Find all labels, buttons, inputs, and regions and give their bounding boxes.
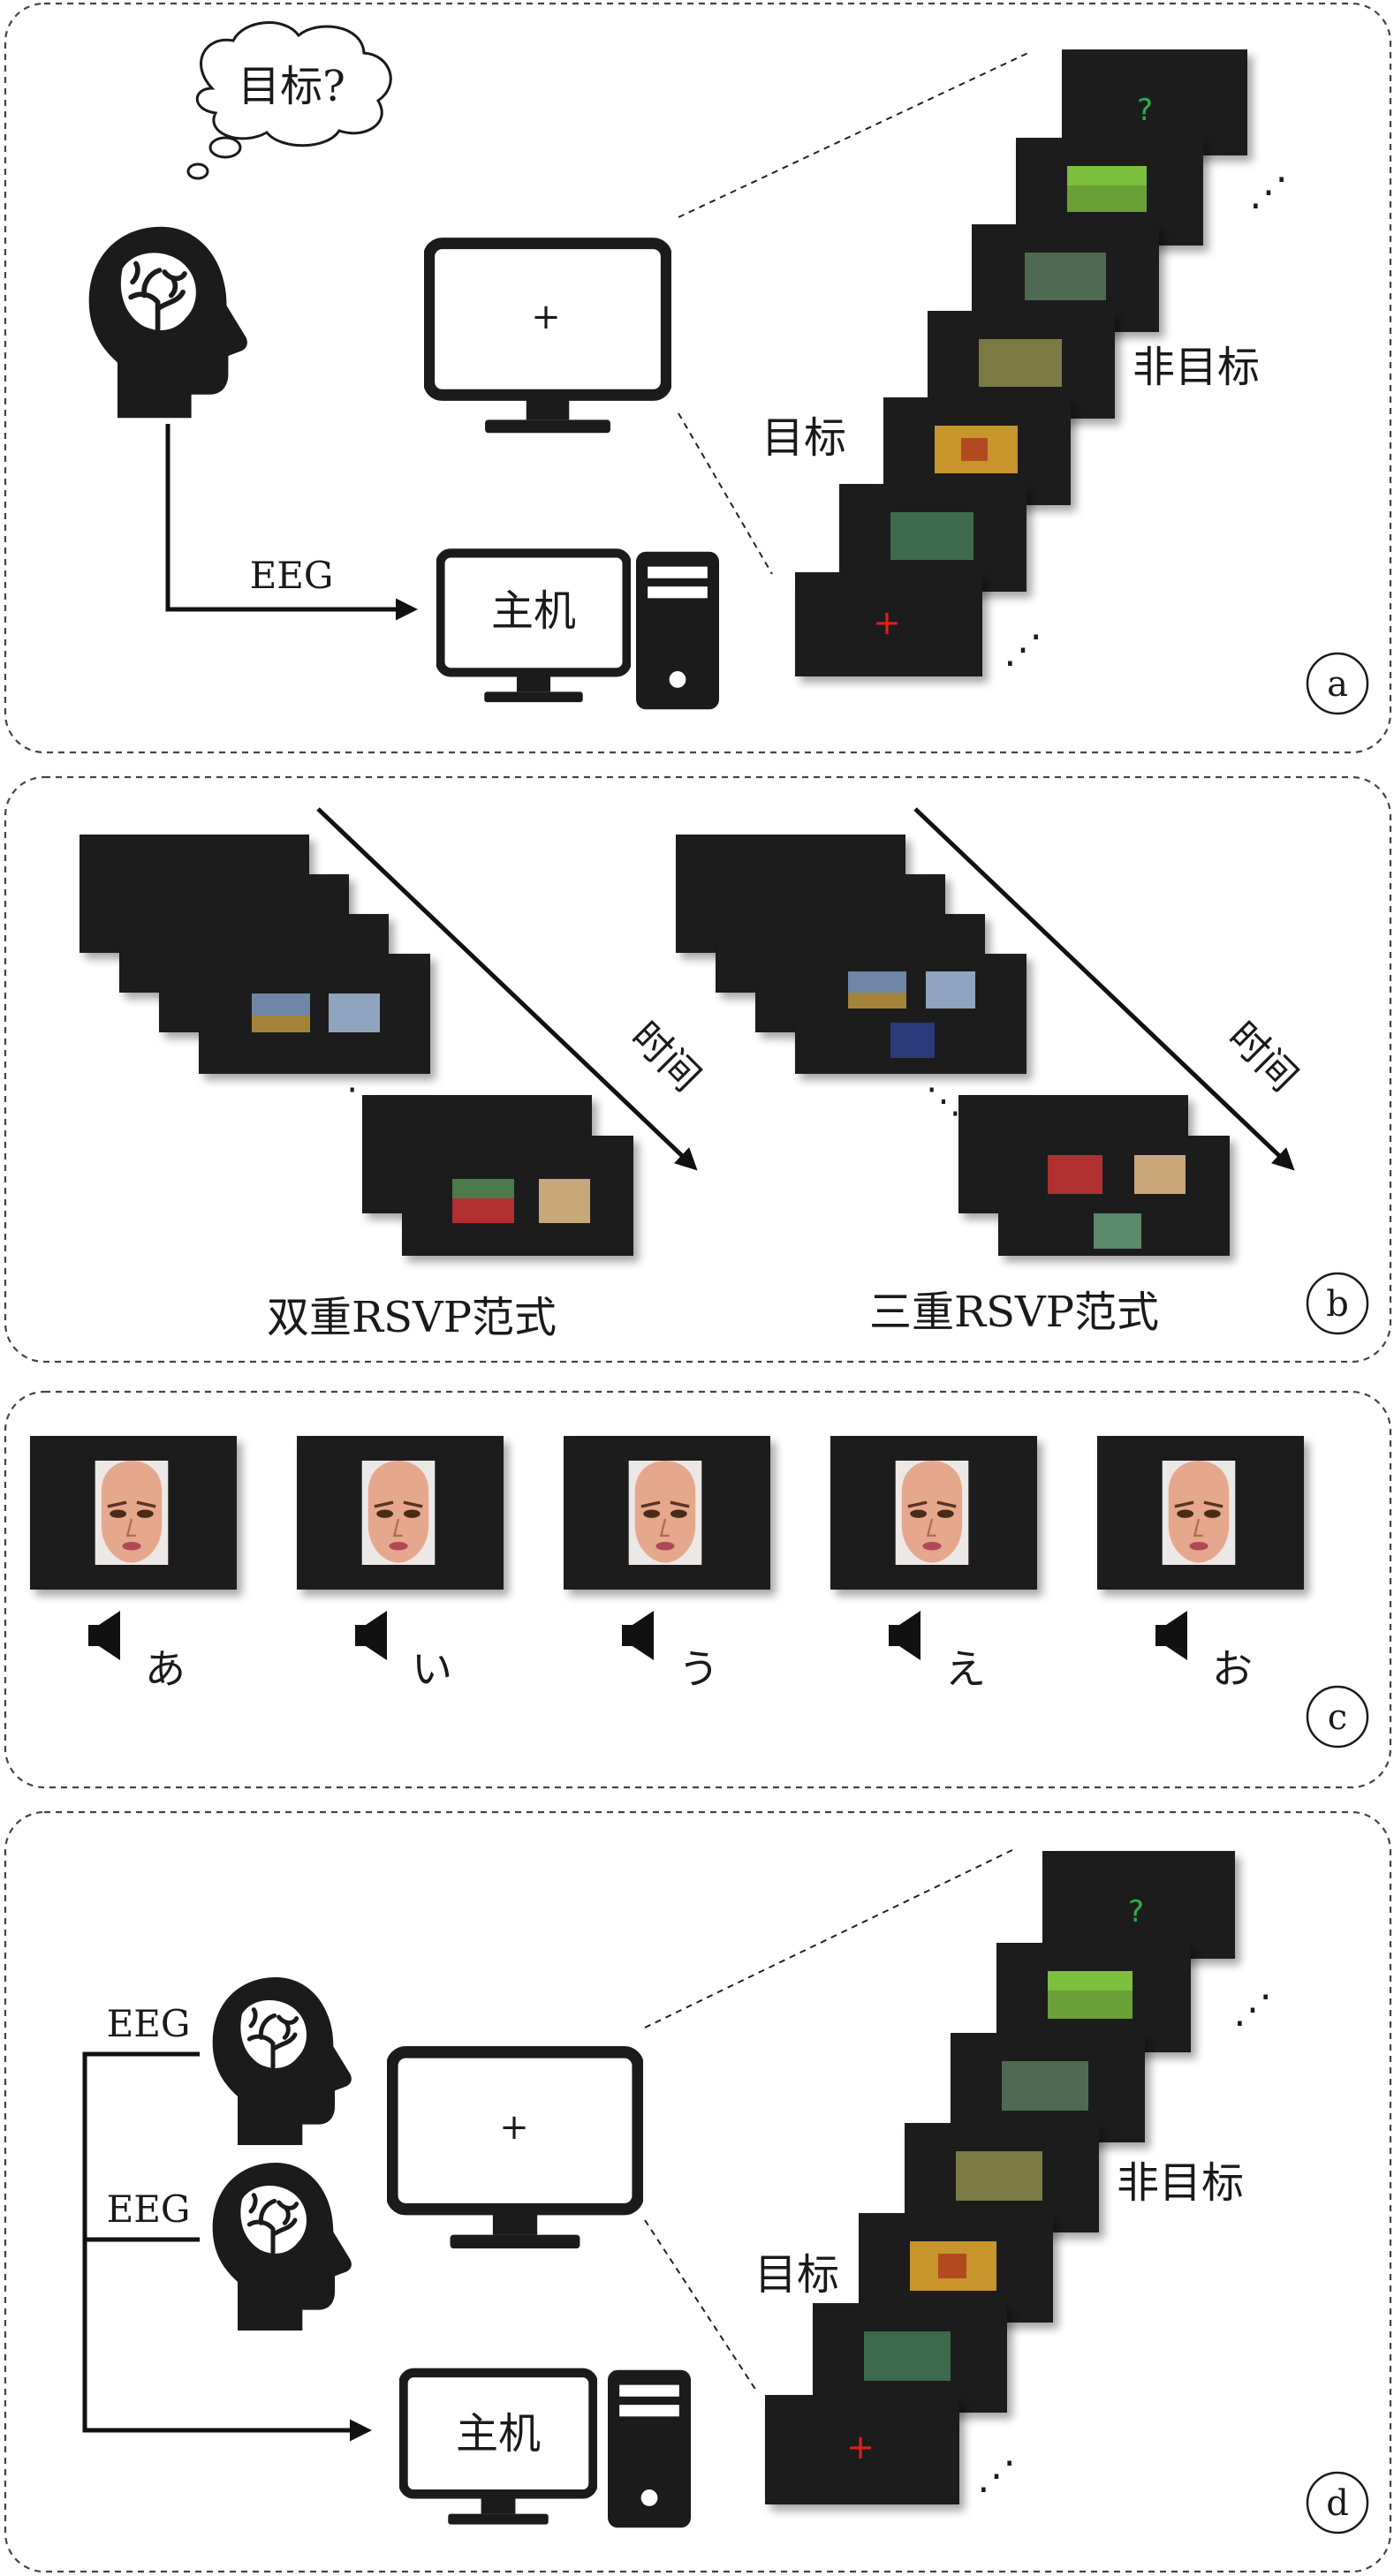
host-label-d: 主机 [456, 2409, 541, 2459]
vowel-item-a: あ [30, 1436, 237, 1693]
pc-tower-icon-d [608, 2369, 691, 2528]
panel-c-tag: c [1328, 1697, 1347, 1738]
red-fixation-plus-d: + [846, 2428, 875, 2466]
triple-rsvp-stack: ⋱ [676, 835, 1230, 1256]
panel-a: 目标? EEG + 主机 ? [4, 2, 1392, 754]
head-brain-icon-1 [213, 1977, 352, 2145]
panel-a-border [4, 2, 1392, 754]
mountain-image-2 [926, 971, 975, 1008]
ellipsis-top-d: ⋰ [1233, 1987, 1272, 2032]
target-label-d: 目标 [754, 2250, 839, 2300]
time-label-dual: 时间 [622, 1014, 708, 1100]
speaker-icon [88, 1611, 120, 1660]
panel-c: あ い う え お c [4, 1390, 1392, 1789]
dual-frame-top [199, 954, 430, 1074]
time-arrow-triple [913, 807, 1295, 1171]
head-brain-icon [89, 227, 247, 419]
stimulus-monitor-icon [429, 244, 667, 434]
vowel-item-u: う [564, 1436, 770, 1693]
time-arrow-dual [316, 807, 698, 1171]
forest-path-image [979, 339, 1062, 387]
target-label: 目标 [761, 413, 846, 463]
rsvp-frame-fixation [795, 572, 982, 676]
speaker-icon [622, 1611, 654, 1660]
zoom-line-bottom-d [644, 2219, 759, 2394]
thought-text: 目标? [238, 62, 345, 111]
pc-tower-icon [636, 551, 719, 710]
forest-image [1025, 253, 1106, 300]
vowel-item-o: お [1097, 1436, 1304, 1693]
face-image [1160, 1461, 1238, 1565]
rsvp-frame-fixation-d [765, 2395, 959, 2504]
rsvp-stack-a: ? + [795, 49, 1247, 676]
panel-d-tag-circle [1306, 2471, 1369, 2534]
jungle-image [890, 512, 974, 560]
face-image [93, 1461, 170, 1565]
panel-c-tag-circle [1306, 1685, 1369, 1749]
dual-frame-bottom [402, 1136, 633, 1256]
face-image [626, 1461, 704, 1565]
rsvp-frame-question-d [1042, 1851, 1235, 1959]
vowel-label: あ [145, 1645, 186, 1693]
nontarget-label: 非目标 [1133, 343, 1260, 392]
face-image [893, 1461, 971, 1565]
zoom-line-top-d [644, 1848, 1015, 2028]
panel-b: ⋱ 时间 双重RSVP范式 ⋱ 时间 三重 [4, 775, 1392, 1364]
time-label-triple: 时间 [1219, 1014, 1306, 1100]
panel-b-tag-circle [1306, 1272, 1369, 1335]
dual-rsvp-label: 双重RSVP范式 [267, 1293, 557, 1342]
vowel-item-i: い [297, 1436, 504, 1693]
nontarget-label-d: 非目标 [1117, 2158, 1244, 2208]
monitor-fixation-plus: + [531, 297, 561, 337]
texture-image-2 [1134, 1155, 1186, 1194]
vowel-label: い [412, 1645, 452, 1693]
ellipsis-top: ⋰ [1249, 170, 1288, 215]
host-label: 主机 [491, 586, 576, 636]
face-image [360, 1461, 437, 1565]
red-fixation-plus: + [873, 603, 901, 642]
red-object-image-2 [1048, 1155, 1102, 1194]
eeg-label: EEG [250, 554, 334, 597]
speaker-icon [355, 1611, 387, 1660]
vowel-label: お [1212, 1645, 1253, 1693]
speaker-icon [889, 1611, 920, 1660]
triple-ellipsis: ⋱ [926, 1081, 961, 1122]
eeg-bracket-arrow [82, 2051, 372, 2442]
head-brain-icon-2 [213, 2163, 352, 2330]
eeg-arrow [165, 424, 418, 621]
thought-bubble: 目标? [186, 21, 392, 180]
panel-d-tag: d [1326, 2483, 1349, 2524]
panel-b-border [4, 775, 1392, 1364]
panel-a-tag-circle [1306, 652, 1369, 715]
triple-rsvp-label: 三重RSVP范式 [869, 1288, 1159, 1337]
bird-image [1094, 1213, 1141, 1249]
zoom-line-top [678, 50, 1033, 218]
texture-image [539, 1179, 590, 1223]
vowel-label: え [945, 1645, 986, 1693]
vowel-item-e: え [830, 1436, 1037, 1693]
eeg-label-1: EEG [107, 2002, 191, 2045]
ellipsis-bottom-d: ⋰ [977, 2453, 1016, 2498]
monitor-fixation-plus-d: + [499, 2107, 529, 2148]
question-mark: ? [1137, 93, 1153, 128]
stimulus-monitor-icon-d [392, 2052, 638, 2248]
panel-b-tag: b [1326, 1284, 1349, 1325]
mountain-image [329, 993, 380, 1032]
zoom-line-bottom [678, 412, 773, 575]
eeg-label-2: EEG [107, 2187, 191, 2231]
flower-image [890, 1023, 935, 1058]
ellipsis-bottom: ⋰ [1004, 627, 1042, 672]
question-mark-d: ? [1128, 1894, 1144, 1930]
rsvp-stack-d: ? + [765, 1851, 1235, 2504]
dual-rsvp-stack: ⋱ [80, 835, 633, 1256]
panel-c-border [4, 1390, 1392, 1789]
vowel-label: う [678, 1645, 719, 1693]
panel-a-tag: a [1327, 664, 1348, 705]
panel-d: EEG EEG + 主机 ? + [4, 1810, 1392, 2573]
speaker-icon [1155, 1611, 1187, 1660]
